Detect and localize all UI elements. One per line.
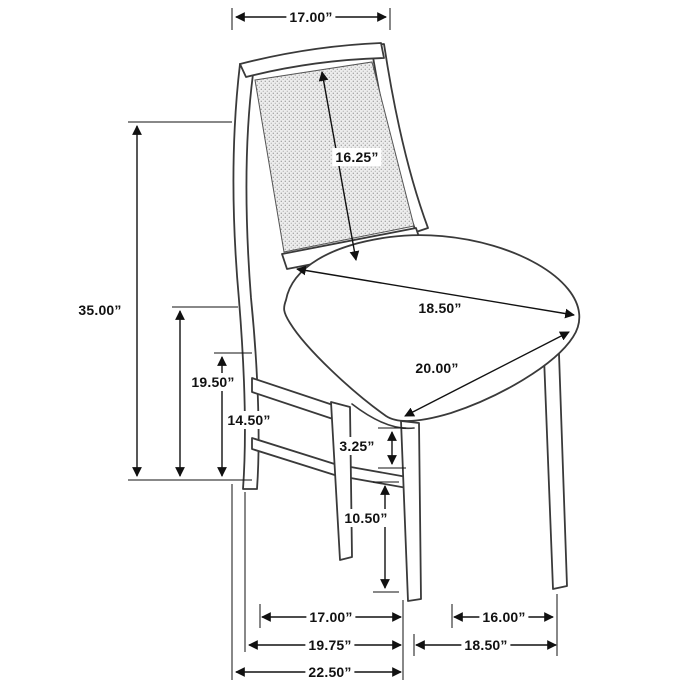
label-base-width: 19.75” <box>305 636 355 654</box>
bottom-extension-lines <box>231 484 558 680</box>
dim-leg-height <box>373 481 399 593</box>
label-leg-height: 10.50” <box>341 509 391 527</box>
dim-overall-height <box>128 121 252 481</box>
dim-apron-height <box>378 427 406 469</box>
dim-seat-depth <box>296 265 575 319</box>
label-side-leg-span: 16.00” <box>479 608 529 626</box>
seat-cushion <box>283 234 581 422</box>
label-apron-height: 3.25” <box>336 437 378 455</box>
label-back-width: 17.00” <box>286 8 336 26</box>
label-base-depth: 18.50” <box>461 636 511 654</box>
front-left-leg <box>330 401 353 561</box>
front-right-leg <box>400 420 422 602</box>
label-back-panel-diagonal: 16.25” <box>332 148 382 166</box>
dim-seat-width <box>404 331 570 417</box>
dimension-lines <box>128 8 575 680</box>
label-back-height: 19.50” <box>188 373 238 391</box>
label-inner-back-height: 14.50” <box>224 411 274 429</box>
back-top-rail <box>239 42 385 78</box>
dim-back-height <box>172 306 238 477</box>
label-seat-width: 20.00” <box>412 359 462 377</box>
dim-back-panel-diagonal <box>318 71 360 261</box>
label-overall-width: 22.50” <box>305 663 355 681</box>
front-stretcher <box>344 465 408 489</box>
side-stretcher <box>251 437 342 478</box>
label-overall-height: 35.00” <box>75 301 125 319</box>
seat-front-edge <box>351 403 415 430</box>
label-seat-depth: 18.50” <box>415 299 465 317</box>
label-front-leg-span: 17.00” <box>306 608 356 626</box>
chair-seat <box>283 234 581 430</box>
